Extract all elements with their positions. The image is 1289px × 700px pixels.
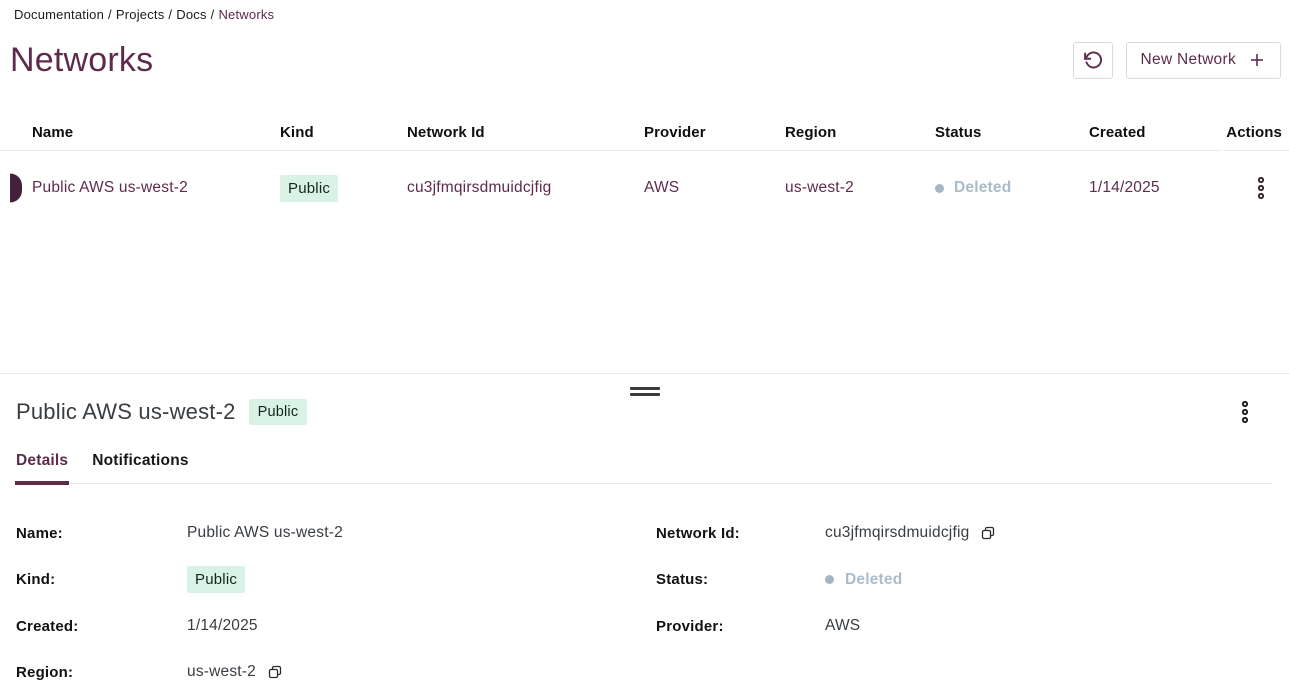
kind-badge: Public <box>280 174 339 202</box>
new-network-button[interactable]: New Network <box>1125 41 1281 79</box>
cell-created: 1/14/2025 <box>1089 179 1160 196</box>
copy-icon <box>981 526 995 540</box>
provider-value: AWS <box>825 617 861 634</box>
breadcrumb-separator: / <box>168 7 173 22</box>
created-value: 1/14/2025 <box>187 617 258 634</box>
kind-label: Kind: <box>16 571 56 588</box>
refresh-button[interactable] <box>1072 41 1113 79</box>
header-border-gap <box>1221 150 1224 151</box>
status-value-wrap: Deleted <box>825 567 1273 593</box>
drawer-kind-badge: Public <box>248 399 308 425</box>
column-header-region: Region <box>785 124 837 141</box>
column-header-name: Name <box>32 124 74 141</box>
drawer-title: Public AWS us-west-2 <box>16 399 236 424</box>
kind-value-badge: Public <box>187 566 246 593</box>
name-value: Public AWS us-west-2 <box>187 524 343 541</box>
row-actions-menu-button[interactable] <box>1253 172 1269 204</box>
breadcrumb-item-projects[interactable]: Projects <box>115 7 165 22</box>
drawer-header: Public AWS us-west-2 Public <box>0 374 1289 428</box>
tab-notifications[interactable]: Notifications <box>92 452 189 469</box>
copy-icon <box>268 665 282 679</box>
drawer-drag-handle[interactable] <box>628 382 662 401</box>
drawer-actions-menu-button[interactable] <box>1237 396 1253 428</box>
networks-table: Name Kind Network Id Provider Region Sta… <box>0 114 1289 225</box>
plus-icon <box>1248 51 1266 69</box>
drag-handle-bar <box>629 393 660 396</box>
content-spacer <box>0 225 1289 373</box>
breadcrumb-item-docs[interactable]: Docs <box>176 7 207 22</box>
kebab-icon <box>1241 400 1249 424</box>
network-id-label: Network Id: <box>656 524 740 542</box>
breadcrumb-item-documentation[interactable]: Documentation <box>14 7 105 22</box>
drag-handle-bar <box>629 387 660 390</box>
cell-provider: AWS <box>644 179 680 196</box>
provider-label: Provider: <box>656 617 724 635</box>
breadcrumb-separator: / <box>210 7 215 22</box>
cell-name: Public AWS us-west-2 <box>32 179 188 196</box>
copy-region-button[interactable] <box>267 664 283 680</box>
region-label: Region: <box>16 663 74 681</box>
kebab-icon <box>1257 176 1265 200</box>
breadcrumb-item-networks: Networks <box>218 7 275 22</box>
page-title: Networks <box>10 41 154 79</box>
network-id-value-wrap: cu3jfmqirsdmuidcjfig <box>825 520 1273 546</box>
column-header-created: Created <box>1089 124 1146 141</box>
cell-kind: Public <box>280 174 407 202</box>
kind-value-wrap: Public <box>187 566 656 593</box>
column-header-kind: Kind <box>280 124 314 141</box>
copy-network-id-button[interactable] <box>980 525 996 541</box>
table-header: Name Kind Network Id Provider Region Sta… <box>0 114 1289 151</box>
region-value: us-west-2 <box>187 663 256 680</box>
created-label: Created: <box>16 617 79 635</box>
selected-row-indicator <box>10 173 22 203</box>
breadcrumb-separator: / <box>108 7 112 22</box>
status-label: Status: <box>656 571 709 588</box>
cell-status: Deleted <box>935 179 1089 197</box>
new-network-button-label: New Network <box>1140 51 1236 68</box>
network-id-value: cu3jfmqirsdmuidcjfig <box>825 524 970 541</box>
region-value-wrap: us-west-2 <box>187 659 656 685</box>
refresh-icon <box>1083 50 1103 70</box>
status-text: Deleted <box>954 179 1012 196</box>
detail-drawer: Public AWS us-west-2 Public Details Noti… <box>0 373 1289 685</box>
empty-cell <box>656 659 825 685</box>
status-dot-icon <box>935 183 944 193</box>
cell-region: us-west-2 <box>785 179 854 196</box>
header-actions: New Network <box>1072 41 1281 79</box>
column-header-network-id: Network Id <box>407 124 485 141</box>
status-value: Deleted <box>845 570 903 588</box>
status-dot-icon <box>825 575 834 584</box>
breadcrumb: Documentation/Projects/Docs/Networks <box>0 0 1289 22</box>
page-header: Networks New Network <box>0 36 1289 84</box>
details-panel: Name: Public AWS us-west-2 Network Id: c… <box>0 484 1289 685</box>
empty-cell <box>825 659 1273 685</box>
tab-details[interactable]: Details <box>14 452 70 485</box>
name-label: Name: <box>16 524 63 542</box>
column-header-provider: Provider <box>644 124 706 141</box>
table-row[interactable]: Public AWS us-west-2 Public cu3jfmqirsdm… <box>0 151 1289 225</box>
column-header-actions: Actions <box>1226 124 1282 141</box>
cell-network-id: cu3jfmqirsdmuidcjfig <box>407 179 552 196</box>
column-header-status: Status <box>935 124 982 141</box>
cell-actions <box>1222 172 1289 204</box>
drawer-tabs-bar: Details Notifications <box>14 452 1273 485</box>
